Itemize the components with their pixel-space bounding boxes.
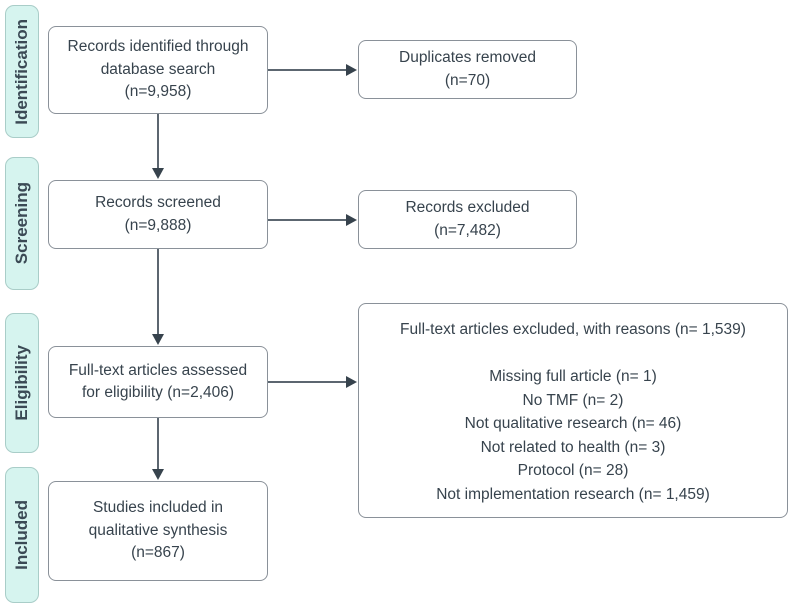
box-fulltext-excluded: Full-text articles excluded, with reason… [358,303,788,518]
stage-pill-identification: Identification [5,5,39,138]
box-records-excluded-text: Records excluded (n=7,482) [405,199,530,239]
box-fulltext-assessed-text: Full-text articles assessed for eligibil… [68,361,248,401]
connector-screened-to-assessed [157,249,159,335]
stage-label-included: Included [12,500,31,570]
connector-identified-to-screened [157,114,159,169]
connector-screened-to-excluded [268,219,348,221]
arrowhead-right-icon-excluded [346,214,357,226]
arrowhead-right-icon-duplicates [346,64,357,76]
box-records-identified: Records identified through database sear… [48,26,268,114]
box-fulltext-excluded-text: Full-text articles excluded, with reason… [400,321,746,503]
connector-identified-to-duplicates [268,69,348,71]
box-studies-included-text: Studies included in qualitative synthesi… [88,499,228,562]
box-records-excluded: Records excluded (n=7,482) [358,190,577,249]
stage-label-screening: Screening [12,182,31,265]
connector-assessed-to-fulltext-excluded [268,381,348,383]
box-records-screened-text: Records screened (n=9,888) [95,194,221,234]
arrowhead-down-icon-screened [152,168,164,179]
box-fulltext-assessed: Full-text articles assessed for eligibil… [48,346,268,418]
box-records-screened: Records screened (n=9,888) [48,180,268,249]
stage-pill-screening: Screening [5,157,39,290]
stage-label-eligibility: Eligibility [12,345,31,421]
arrowhead-right-icon-fulltext-excluded [346,376,357,388]
arrowhead-down-icon-assessed [152,334,164,345]
box-records-identified-text: Records identified through database sear… [67,38,249,101]
box-duplicates-removed-text: Duplicates removed (n=70) [399,49,536,89]
arrowhead-down-icon-included [152,469,164,480]
connector-assessed-to-included [157,418,159,470]
stage-pill-eligibility: Eligibility [5,313,39,453]
stage-label-identification: Identification [12,18,31,125]
box-duplicates-removed: Duplicates removed (n=70) [358,40,577,99]
stage-pill-included: Included [5,467,39,603]
box-studies-included: Studies included in qualitative synthesi… [48,481,268,581]
